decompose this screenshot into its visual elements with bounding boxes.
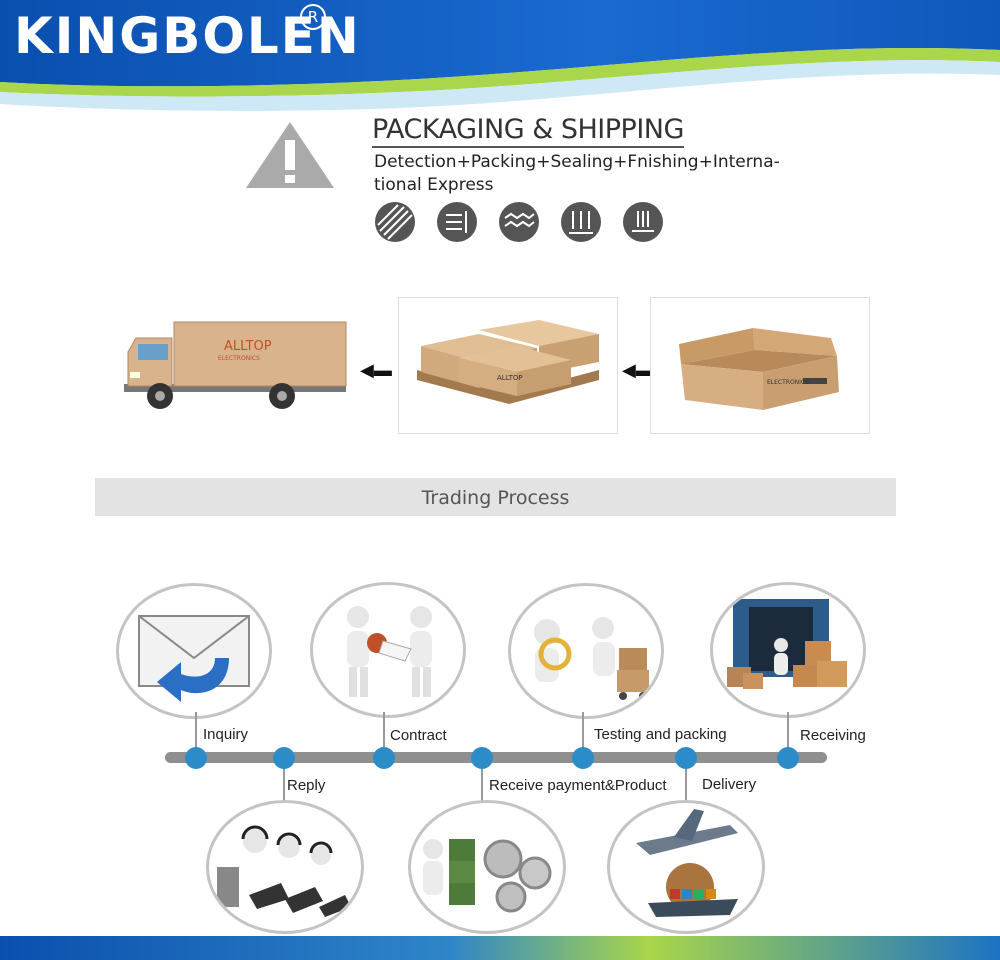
packaging-title: PACKAGING & SHIPPING (372, 114, 684, 145)
trading-process-title: Trading Process (421, 487, 570, 509)
timeline-connector (787, 712, 789, 756)
step-delivery: Delivery (702, 776, 757, 793)
timeline-connector (195, 712, 197, 756)
waterproof-icon (499, 202, 539, 242)
timeline-connector (685, 760, 687, 804)
header-wave-banner (0, 0, 1000, 111)
title-underline (372, 146, 684, 148)
step-contract: Contract (390, 727, 447, 744)
moisture-proof-icon (375, 202, 415, 242)
registered-mark: R (300, 4, 326, 30)
timeline-dot (675, 747, 697, 769)
testing-packing-image (508, 583, 664, 719)
trading-process-bar (95, 478, 896, 516)
stack-limit-icon (561, 202, 601, 242)
footer-gradient-bar (0, 936, 1000, 960)
truck-brand-subtext: ELECTRONICS (218, 355, 260, 362)
layers-icon (437, 202, 477, 242)
arrow-left-icon: ◀▬ (622, 360, 654, 380)
contract-handshake-image (310, 582, 466, 718)
step-testing-packing: Testing and packing (594, 726, 727, 743)
inquiry-envelope-image (116, 583, 272, 719)
timeline-connector (481, 760, 483, 804)
packaging-description-line2: tional Express (374, 175, 494, 195)
step-inquiry: Inquiry (203, 726, 249, 743)
arrow-left-icon: ◀▬ (360, 360, 392, 380)
process-timeline (165, 752, 827, 763)
receiving-container-image (710, 582, 866, 718)
reply-call-center-image (206, 800, 364, 934)
payment-product-image (408, 800, 566, 934)
timeline-dot (373, 747, 395, 769)
carton-label: ELECTRONICS (767, 379, 809, 386)
step-receive-payment: Receive payment&Product (489, 777, 667, 794)
delivery-truck-image: ALLTOP ELECTRONICS (124, 321, 347, 409)
timeline-connector (582, 712, 584, 756)
timeline-dot (185, 747, 207, 769)
timeline-connector (283, 760, 285, 804)
packaging-description-line1: Detection+Packing+Sealing+Fnishing+Inter… (374, 152, 780, 172)
timeline-dot (471, 747, 493, 769)
fragile-icon (623, 202, 663, 242)
timeline-connector (383, 712, 385, 756)
timeline-dot (572, 747, 594, 769)
pallet-box-label: ALLTOP (497, 374, 523, 382)
timeline-dot (777, 747, 799, 769)
timeline-dot (273, 747, 295, 769)
step-reply: Reply (287, 777, 326, 794)
step-receiving: Receiving (800, 727, 866, 744)
open-carton-image: ELECTRONICS (650, 297, 870, 434)
delivery-airplane-image (607, 800, 765, 934)
pallet-boxes-image: ALLTOP (398, 297, 618, 434)
warning-icon (246, 122, 334, 188)
truck-brand-text: ALLTOP (224, 339, 272, 354)
